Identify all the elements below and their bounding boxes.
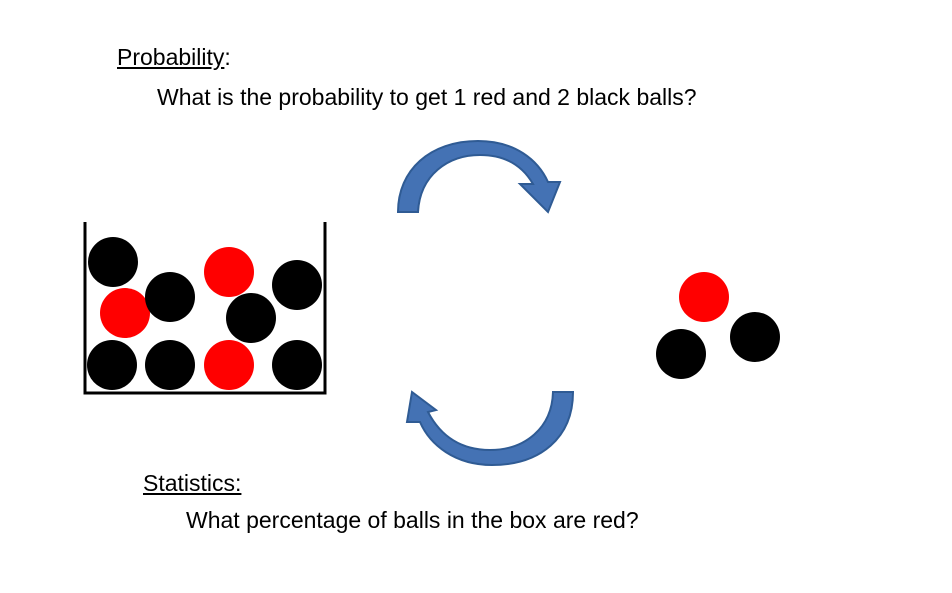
probability-heading: Probability:	[117, 44, 231, 71]
red-ball	[679, 272, 729, 322]
arrow-to-box-icon	[405, 390, 575, 467]
statistics-heading: Statistics:	[143, 470, 242, 496]
red-ball	[204, 247, 254, 297]
black-ball	[145, 272, 195, 322]
box-outline	[83, 222, 327, 395]
statistics-question: What percentage of balls in the box are …	[186, 507, 639, 533]
red-ball	[100, 288, 150, 338]
black-ball	[272, 340, 322, 390]
box-balls	[87, 237, 322, 390]
black-ball	[272, 260, 322, 310]
black-ball	[656, 329, 706, 379]
black-ball	[226, 293, 276, 343]
red-ball	[204, 340, 254, 390]
probability-question: What is the probability to get 1 red and…	[157, 84, 697, 110]
black-ball	[145, 340, 195, 390]
arrow-to-sample-icon	[396, 139, 562, 214]
probability-colon: :	[224, 44, 231, 70]
probability-heading-text: Probability	[117, 44, 225, 70]
sample-balls	[656, 272, 780, 379]
black-ball	[730, 312, 780, 362]
black-ball	[87, 340, 137, 390]
black-ball	[88, 237, 138, 287]
